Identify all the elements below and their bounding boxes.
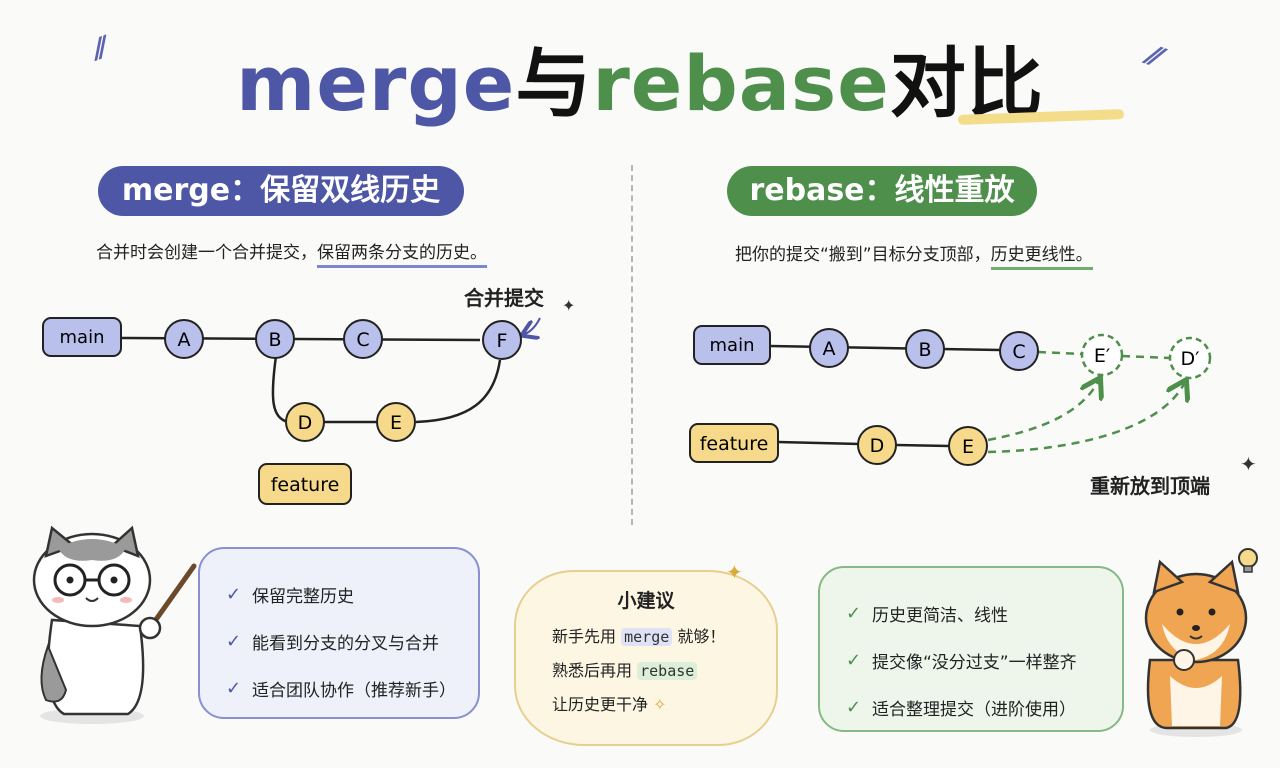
page-title: merge与rebase对比 — [0, 22, 1280, 132]
merge-benefit-item: ✓能看到分支的分叉与合并 — [226, 631, 439, 654]
tip-title: 小建议 — [617, 590, 675, 612]
tip-cloud: 小建议 新手先用 merge 就够！ 熟悉后再用 rebase 让历史更干净 ✧ — [514, 570, 778, 746]
check-icon: ✓ — [846, 650, 862, 671]
sparkle-icon: ✦ — [726, 560, 743, 584]
tip-line-1: 新手先用 merge 就够！ — [552, 627, 726, 646]
merge-desc-text: 合并时会创建一个合并提交， — [96, 243, 317, 263]
merge-benefit-item: ✓保留完整历史 — [226, 584, 354, 607]
rebase-node-D: D — [870, 435, 885, 457]
rebase-main-label: main — [710, 335, 755, 356]
rebase-node-A: A — [823, 338, 836, 360]
sparkle-icon: ✧ — [653, 695, 667, 714]
rebase-top-annotation: 重新放到顶端 — [1090, 474, 1210, 498]
title-rebase: rebase — [592, 39, 890, 128]
merge-benefits-bubble: ✓保留完整历史 ✓能看到分支的分叉与合并 ✓适合团队协作（推荐新手） — [198, 547, 480, 719]
merge-desc-highlight: 保留两条分支的历史。 — [317, 243, 487, 268]
merge-node-A: A — [178, 329, 191, 351]
rebase-node-D-prime: D′ — [1181, 348, 1200, 370]
tip-line-3: 让历史更干净 ✧ — [552, 695, 667, 714]
merge-node-F: F — [497, 330, 508, 352]
sparkle-icon: ✦ — [562, 296, 576, 315]
rebase-benefits-bubble: ✓历史更简洁、线性 ✓提交像“没分过支”一样整齐 ✓适合整理提交（进阶使用） — [818, 566, 1124, 732]
rebase-desc-text: 把你的提交“搬到”目标分支顶部， — [735, 245, 991, 265]
merge-description: 合并时会创建一个合并提交，保留两条分支的历史。 — [96, 238, 487, 268]
check-icon: ✓ — [846, 603, 862, 624]
merge-node-E: E — [390, 412, 402, 434]
merge-feature-label: feature — [271, 474, 340, 496]
rebase-node-E-prime: E′ — [1094, 345, 1110, 367]
merge-benefit-item: ✓适合团队协作（推荐新手） — [226, 678, 456, 701]
rebase-description: 把你的提交“搬到”目标分支顶部，历史更线性。 — [735, 240, 1093, 270]
check-icon: ✓ — [226, 678, 242, 699]
rebase-section-badge: rebase：线性重放 — [727, 166, 1037, 216]
rebase-benefit-item: ✓提交像“没分过支”一样整齐 — [846, 650, 1077, 673]
tip-line-2: 熟悉后再用 rebase — [552, 657, 776, 681]
shiba-mascot-illustration — [1144, 548, 1258, 737]
rebase-node-E: E — [962, 436, 974, 458]
rebase-feature-label: feature — [700, 433, 769, 455]
merge-section-badge: merge：保留双线历史 — [98, 166, 464, 216]
rebase-node-B: B — [918, 339, 931, 361]
rebase-desc-highlight: 历史更线性。 — [990, 245, 1093, 270]
merge-code-tag: merge — [621, 628, 673, 646]
rebase-graph: main A B C E′ D′ feature D E — [689, 325, 1212, 466]
check-icon: ✓ — [226, 584, 242, 605]
rebase-benefit-item: ✓适合整理提交（进阶使用） — [846, 697, 1076, 720]
rebase-code-tag: rebase — [637, 662, 698, 680]
merge-node-B: B — [268, 329, 281, 351]
title-connector: 与 — [515, 39, 593, 128]
check-icon: ✓ — [846, 697, 862, 718]
rebase-node-C: C — [1012, 341, 1025, 363]
section-divider — [631, 165, 633, 525]
sparkle-icon: ✦ — [1240, 452, 1257, 476]
title-merge: merge — [236, 39, 516, 128]
rebase-benefit-item: ✓历史更简洁、线性 — [846, 603, 1008, 626]
cat-mascot-illustration — [32, 525, 197, 724]
check-icon: ✓ — [226, 631, 242, 652]
merge-main-label: main — [60, 327, 105, 348]
merge-node-D: D — [298, 412, 313, 434]
merge-node-C: C — [356, 329, 369, 351]
merge-graph: main A B C F D E feature — [42, 317, 541, 505]
merge-commit-annotation: 合并提交 — [464, 286, 544, 310]
